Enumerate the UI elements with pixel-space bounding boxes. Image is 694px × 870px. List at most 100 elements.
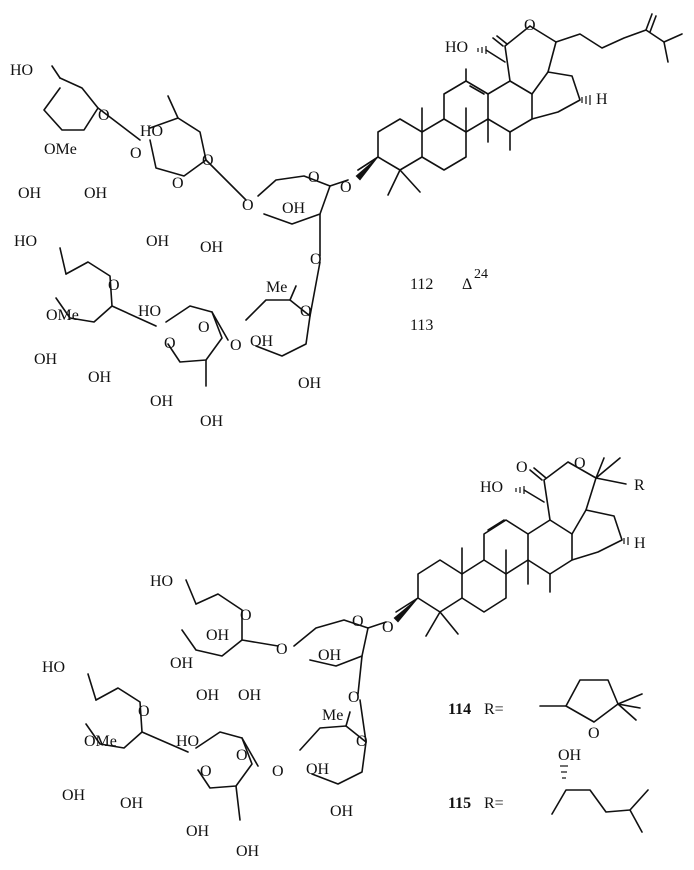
label-oh: OH <box>120 795 144 812</box>
label-ho: HO <box>10 62 33 79</box>
label-o: O <box>308 169 320 186</box>
label-o: O <box>164 335 176 352</box>
label-oh: OH <box>150 393 174 410</box>
top-molecule: HO O H O HO O OMe OH OH O HO O O OH OH O… <box>10 13 683 430</box>
label-o: O <box>198 319 210 336</box>
label-oh: OH <box>238 687 262 704</box>
label-ho: HO <box>150 573 173 590</box>
label-oh: OH <box>318 647 342 664</box>
compound-112-label: 112 Δ 24 <box>410 267 488 293</box>
compound-number-114: 114 <box>448 701 471 718</box>
label-o: O <box>236 747 248 764</box>
top-sugar-left-upper <box>43 65 141 141</box>
compound-114-definition: 114 R= O <box>448 679 643 742</box>
top-sugar-lower-middle <box>165 305 229 387</box>
label-oh: OH <box>298 375 322 392</box>
r-equals-label: R= <box>484 795 504 812</box>
bottom-core-rings <box>393 457 629 637</box>
label-o: O <box>130 145 142 162</box>
label-oh: OH <box>62 787 86 804</box>
compound-number-115: 115 <box>448 795 471 812</box>
label-oh: OH <box>84 185 108 202</box>
delta-superscript: 24 <box>474 267 488 282</box>
label-ome: OMe <box>46 307 79 324</box>
label-me: Me <box>266 279 287 296</box>
bottom-sugar-xylose <box>293 619 387 695</box>
label-o: O <box>356 733 368 750</box>
label-oh: OH <box>146 233 170 250</box>
label-ho: HO <box>14 233 37 250</box>
label-oh: OH <box>196 687 220 704</box>
label-h: H <box>596 91 608 108</box>
label-o: O <box>200 763 212 780</box>
compound-number-113: 113 <box>410 317 433 334</box>
top-sugar-xylose <box>257 175 349 257</box>
bottom-sugar-lower-middle <box>195 731 259 821</box>
label-o: O <box>524 17 536 34</box>
label-oh: OH <box>330 803 354 820</box>
label-ome: OMe <box>84 733 117 750</box>
top-sugar-lower-left <box>55 247 157 327</box>
label-oh: OH <box>34 351 58 368</box>
label-oh: OH <box>200 239 224 256</box>
label-o: O <box>202 152 214 169</box>
label-o: O <box>574 455 586 472</box>
label-r: R <box>634 477 645 494</box>
bottom-ho-hashed-bond <box>515 486 525 494</box>
label-o: O <box>352 613 364 630</box>
label-h: H <box>634 535 646 552</box>
bottom-sugar-lower-left <box>85 673 189 753</box>
hashed-bond <box>560 765 568 779</box>
top-sugar-rhamnose <box>245 261 321 357</box>
label-ome: OMe <box>44 141 77 158</box>
delta-symbol: Δ <box>462 276 472 293</box>
label-o: O <box>272 763 284 780</box>
label-o: O <box>310 251 322 268</box>
compound-115-definition: 115 R= OH <box>448 747 649 833</box>
label-o: O <box>108 277 120 294</box>
label-me: Me <box>322 707 343 724</box>
label-ho: HO <box>138 303 161 320</box>
label-oh: OH <box>200 413 224 430</box>
label-oh: OH <box>306 761 330 778</box>
bottom-molecule: HO O O R H O HO O OH OH OH OH O O OH O H… <box>42 455 649 860</box>
label-oh: OH <box>236 843 260 860</box>
label-o: O <box>230 337 242 354</box>
label-o: O <box>240 607 252 624</box>
label-o: O <box>516 459 528 476</box>
top-atom-labels: HO O H O HO O OMe OH OH O HO O O OH OH O… <box>10 17 608 430</box>
label-o: O <box>138 703 150 720</box>
label-oh: OH <box>88 369 112 386</box>
label-o: O <box>348 689 360 706</box>
label-oh: OH <box>250 333 274 350</box>
label-ho: HO <box>445 39 468 56</box>
bottom-atom-labels: HO O O R H O HO O OH OH OH OH O O OH O H… <box>42 455 646 860</box>
bottom-sugar-glc-upper <box>181 579 279 657</box>
hydroxy-isohexyl-substituent <box>551 765 649 833</box>
top-hashed-bond <box>581 95 591 105</box>
label-oh: OH <box>206 627 230 644</box>
label-o: O <box>588 725 600 742</box>
label-oh: OH <box>558 747 582 764</box>
thf-ring-substituent <box>539 679 643 723</box>
label-ho: HO <box>480 479 503 496</box>
bottom-hashed-bond <box>623 537 629 545</box>
label-ho: HO <box>42 659 65 676</box>
label-ho: HO <box>140 123 163 140</box>
label-ho: HO <box>176 733 199 750</box>
label-oh: OH <box>170 655 194 672</box>
top-ho-hashed-bond <box>477 46 487 54</box>
label-oh: OH <box>186 823 210 840</box>
top-core-rings <box>355 13 683 196</box>
label-o: O <box>98 107 110 124</box>
top-sugar-left-middle <box>149 95 247 201</box>
label-o: O <box>172 175 184 192</box>
bottom-sugar-rhamnose <box>299 699 367 785</box>
label-oh: OH <box>18 185 42 202</box>
compound-number-112: 112 <box>410 276 433 293</box>
label-o: O <box>382 619 394 636</box>
label-o: O <box>300 303 312 320</box>
r-equals-label: R= <box>484 701 504 718</box>
